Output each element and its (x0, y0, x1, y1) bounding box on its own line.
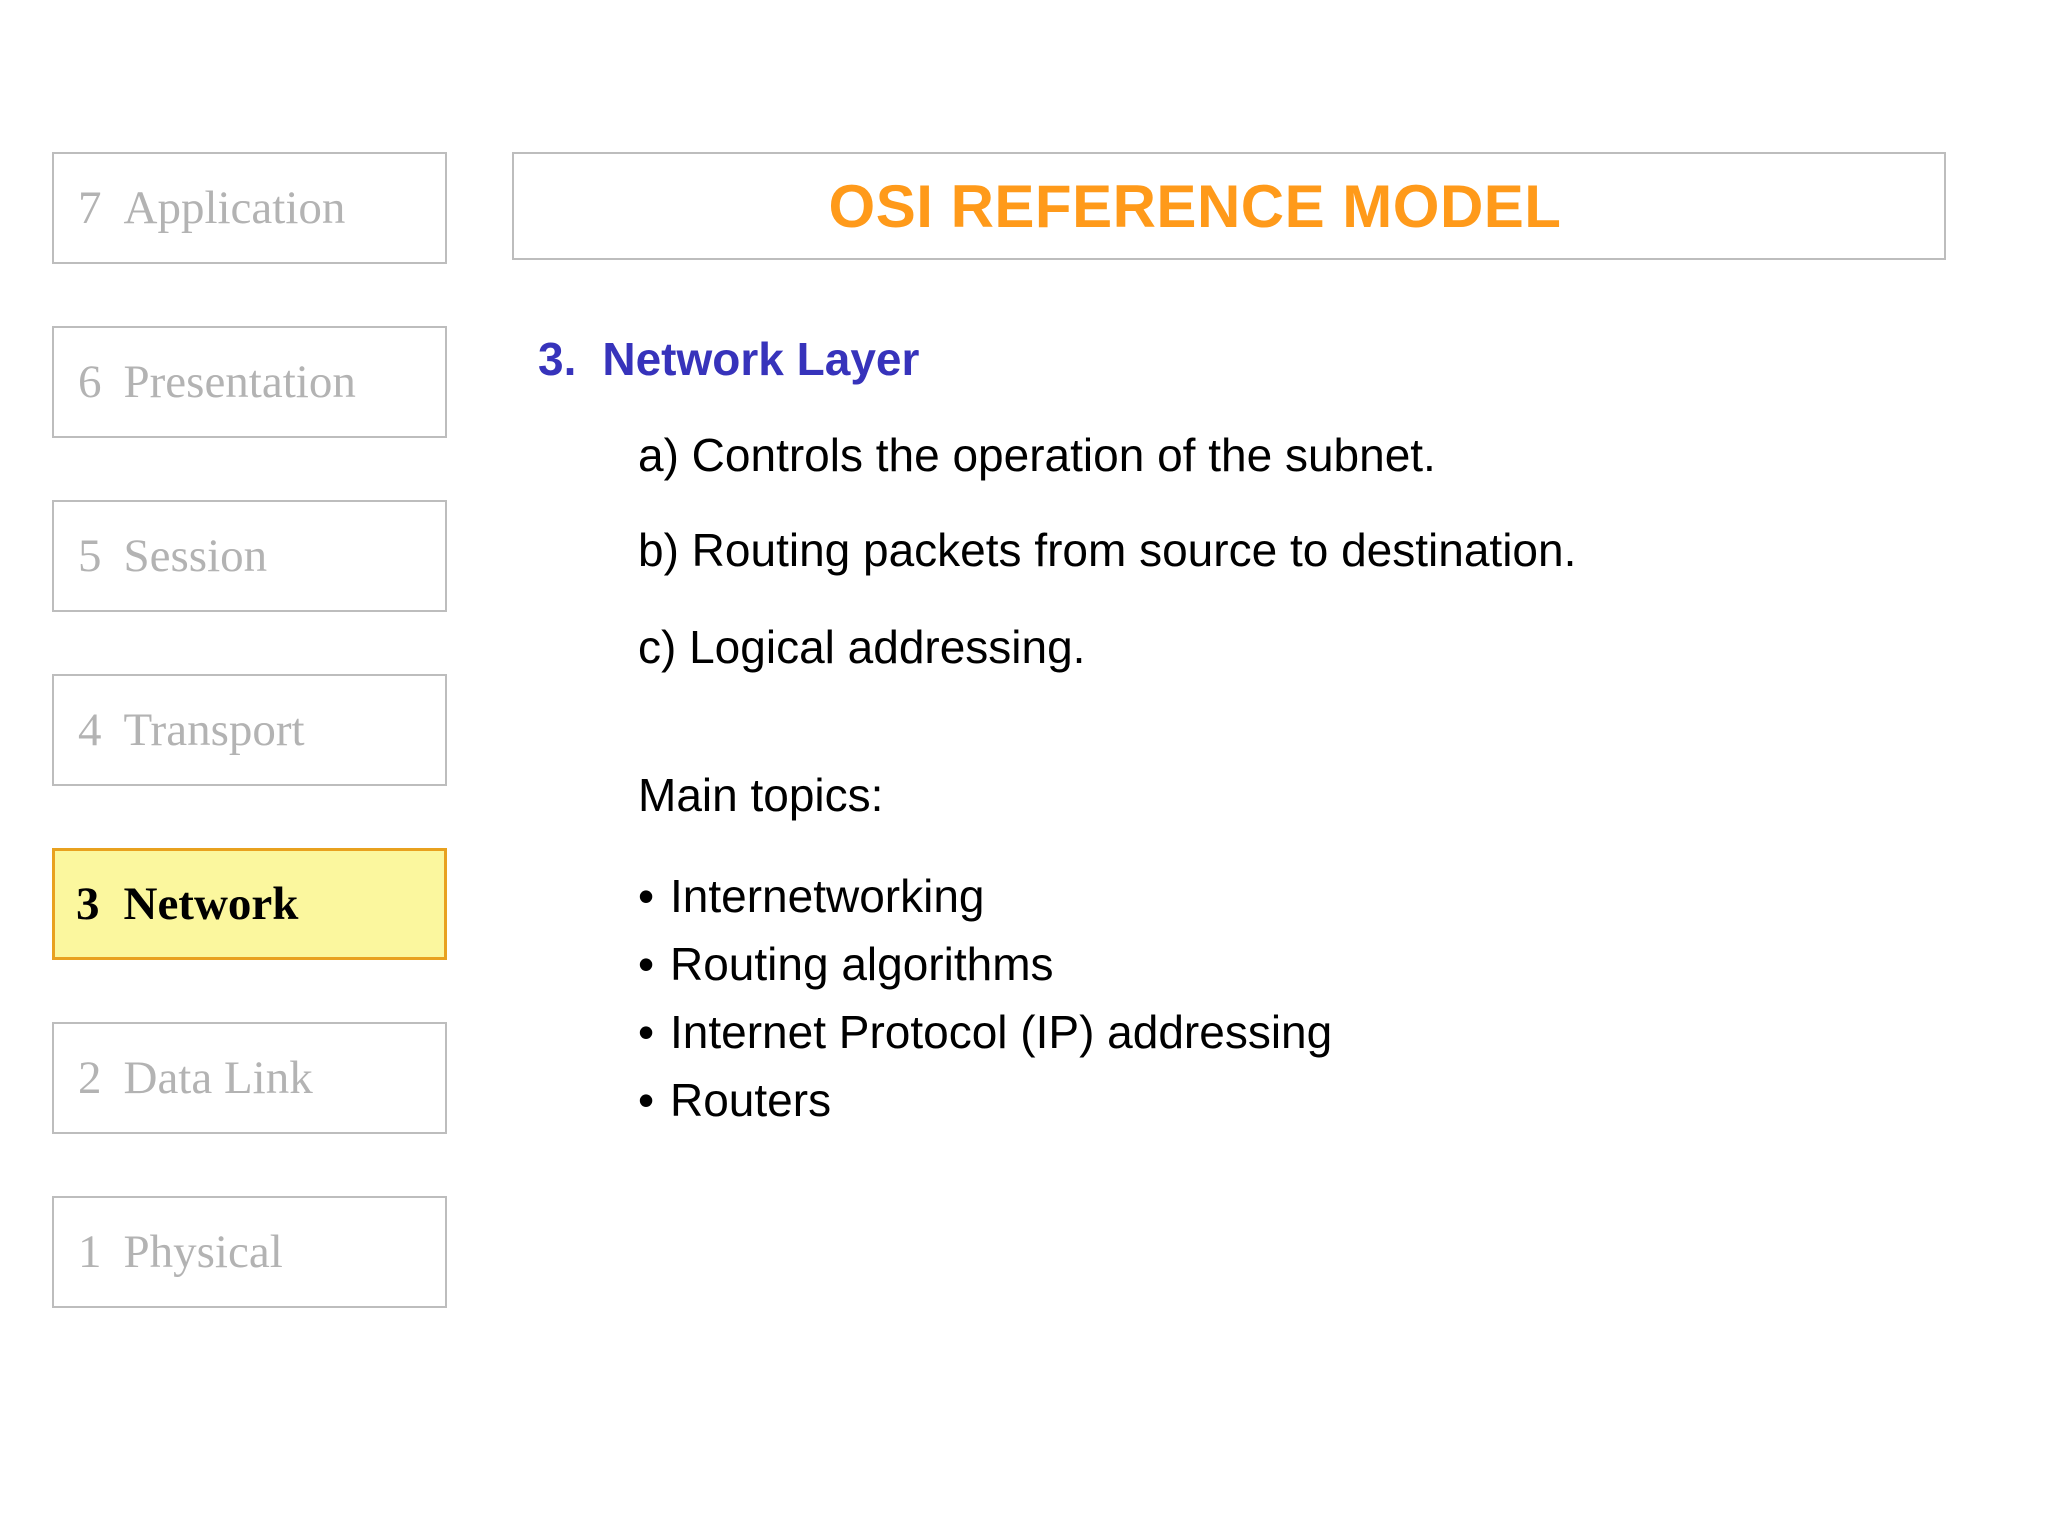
layer-item-session[interactable]: 5 Session (52, 500, 447, 612)
main-topics-label: Main topics: (638, 769, 884, 821)
layer-number: 2 (78, 1052, 102, 1104)
list-item: • Routing algorithms (638, 930, 1332, 998)
layer-number: 3 (76, 878, 100, 930)
layer-label: Presentation (123, 356, 356, 408)
layer-label: Data Link (123, 1052, 313, 1104)
layer-number: 4 (78, 704, 102, 756)
layer-number: 1 (78, 1226, 102, 1278)
section-heading-number: 3. (538, 333, 577, 385)
list-item: • Internetworking (638, 862, 1332, 930)
layer-label: Physical (123, 1226, 283, 1278)
bullet-icon: • (638, 938, 655, 990)
sub-item-c: c) Logical addressing. (638, 621, 1086, 673)
layer-item-presentation[interactable]: 6 Presentation (52, 326, 447, 438)
layer-number: 5 (78, 530, 102, 582)
bullet-icon: • (638, 1074, 655, 1126)
section-heading-text: Network Layer (602, 333, 920, 385)
layer-item-network[interactable]: 3 Network (52, 848, 447, 960)
list-item-label: Internet Protocol (IP) addressing (670, 1006, 1333, 1058)
list-item: • Routers (638, 1066, 1332, 1134)
layer-item-physical[interactable]: 1 Physical (52, 1196, 447, 1308)
layer-label: Application (123, 182, 346, 234)
bullet-icon: • (638, 1006, 655, 1058)
layer-label: Network (123, 878, 299, 930)
section-heading: 3. Network Layer (538, 332, 919, 386)
list-item-label: Routers (670, 1074, 832, 1126)
title-banner: OSI REFERENCE MODEL (512, 152, 1946, 260)
list-item-label: Internetworking (670, 870, 985, 922)
layer-label: Transport (123, 704, 305, 756)
layer-item-data-link[interactable]: 2 Data Link (52, 1022, 447, 1134)
layer-number: 6 (78, 356, 102, 408)
sub-item-a: a) Controls the operation of the subnet. (638, 429, 1436, 481)
osi-layer-stack: 7 Application 6 Presentation 5 Session 4… (52, 152, 447, 1370)
bullet-icon: • (638, 870, 655, 922)
sub-item-b: b) Routing packets from source to destin… (638, 524, 1577, 576)
layer-item-application[interactable]: 7 Application (52, 152, 447, 264)
page-title: OSI REFERENCE MODEL (828, 172, 1562, 240)
layer-number: 7 (78, 182, 102, 234)
list-item: • Internet Protocol (IP) addressing (638, 998, 1332, 1066)
list-item-label: Routing algorithms (670, 938, 1054, 990)
topic-list: • Internetworking • Routing algorithms • In… (638, 862, 1332, 1134)
layer-item-transport[interactable]: 4 Transport (52, 674, 447, 786)
layer-label: Session (123, 530, 268, 582)
